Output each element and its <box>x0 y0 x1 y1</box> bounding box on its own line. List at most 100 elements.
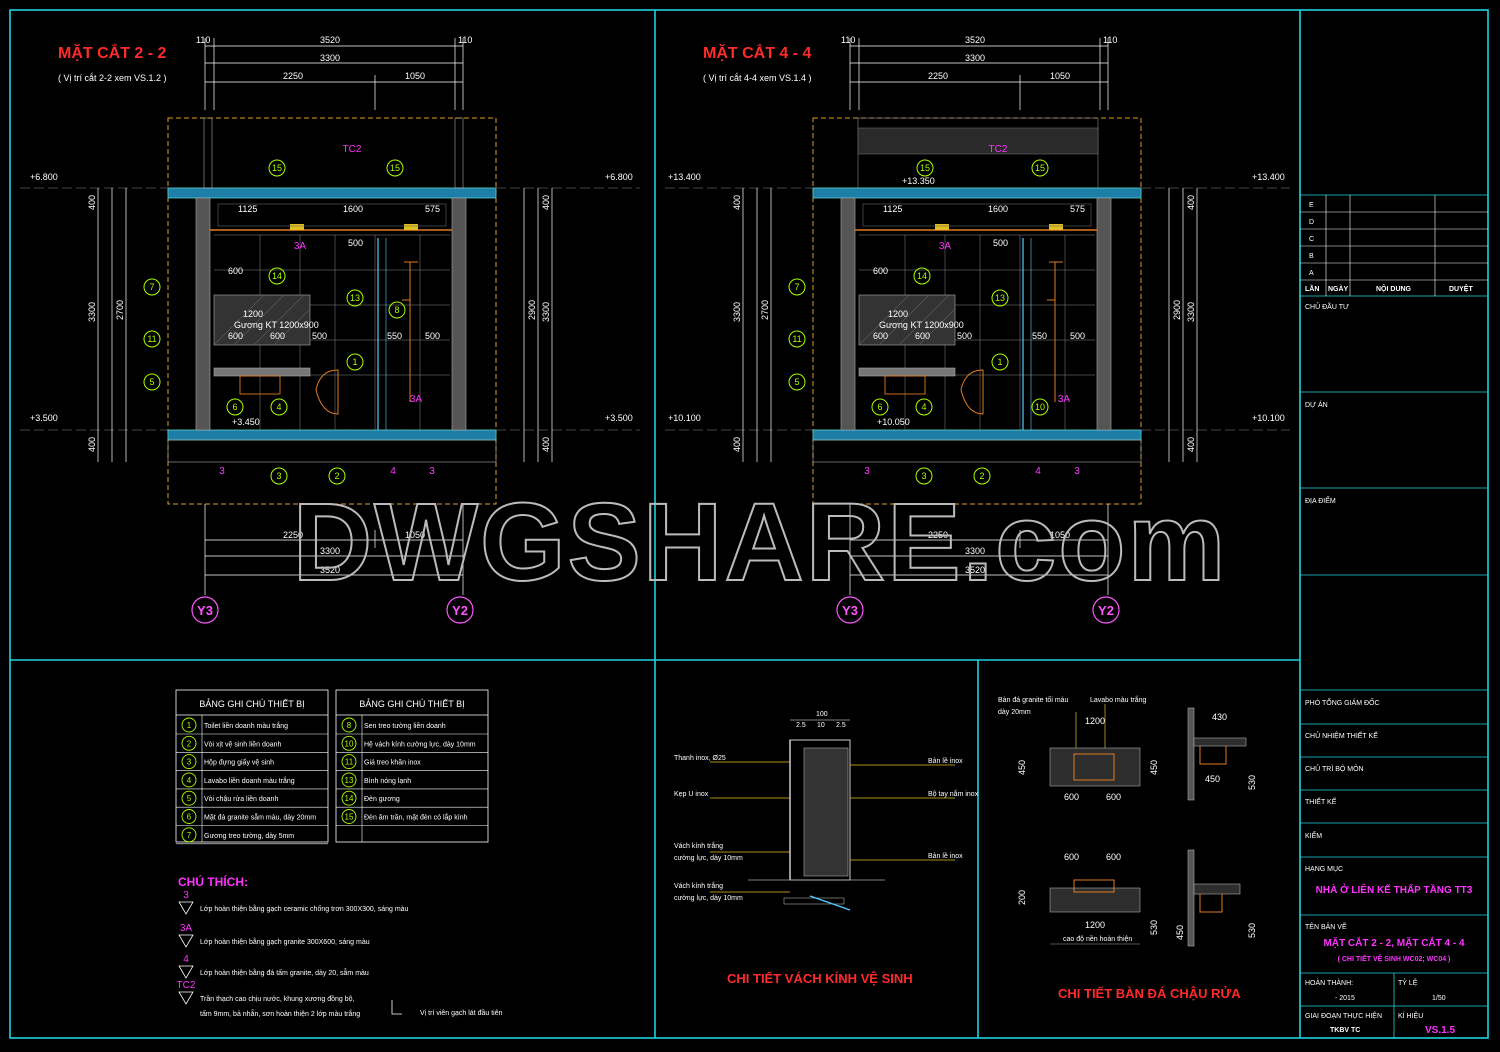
tag-11: 11 <box>147 334 156 344</box>
rev-row-letter: A <box>1309 270 1314 277</box>
legend-row-text: Vòi xịt vệ sinh liền doanh <box>204 739 282 748</box>
dim-600: 600 <box>915 331 930 341</box>
dim-600: 600 <box>228 266 243 276</box>
tag-14: 14 <box>917 271 927 281</box>
note-triangle-icon <box>178 991 194 1005</box>
basin-detail-title: CHI TIẾT BÀN ĐÁ CHẬU RỬA <box>1058 986 1241 1001</box>
finish-tag-3: 3 <box>864 466 870 477</box>
tag-3: 3 <box>921 471 926 481</box>
tag-15: 15 <box>390 163 400 173</box>
basin-dim-600: 600 <box>1064 852 1079 862</box>
tb-sheet-value: VS.1.5 <box>1425 1025 1455 1036</box>
dim-600: 600 <box>228 331 243 341</box>
legend-row-text: Sen treo tường liền doanh <box>364 721 446 730</box>
tb-deputy: PHÓ TỔNG GIÁM ĐỐC <box>1305 697 1380 707</box>
notes-header: CHÚ THÍCH: <box>178 874 248 889</box>
tag-7: 7 <box>794 282 799 292</box>
tb-design-lead: CHỦ NHIỆM THIẾT KẾ <box>1305 730 1378 740</box>
tb-item-value: NHÀ Ở LIÊN KẾ THẤP TẦNG TT3 <box>1316 883 1473 896</box>
tb-phase-value: TKBV TC <box>1330 1027 1360 1034</box>
glass-dim-c: 2.5 <box>836 722 846 729</box>
glass-label-left: cường lực, dày 10mm <box>674 895 743 902</box>
glass-detail-title: CHI TIẾT VÁCH KÍNH VỆ SINH <box>727 971 913 986</box>
sheet-frame <box>9 9 1489 1039</box>
glass-label-left: Kẹp U inox <box>674 791 709 798</box>
legend-row-number: 7 <box>187 831 192 840</box>
glass-label-right: Bản lề inox <box>928 756 963 765</box>
tb-sheet: KÍ HIỆU <box>1398 1011 1423 1020</box>
legend-tag-circle <box>181 809 197 824</box>
dim-500: 500 <box>312 331 327 341</box>
level-top-right: +6.800 <box>605 172 633 182</box>
dim-top-a: 1125 <box>238 204 257 214</box>
grid-label-y2: Y2 <box>1098 603 1114 618</box>
section-subtitle: ( Vị trí cắt 2-2 xem VS.1.2 ) <box>58 73 167 83</box>
legend-row-number: 5 <box>187 794 192 803</box>
dim-wall: 110 <box>458 35 472 45</box>
dim-top-a: 1125 <box>883 204 902 214</box>
tag-1: 1 <box>352 357 357 367</box>
rev-header-duyet: DUYỆT <box>1449 284 1473 293</box>
dim-550: 550 <box>1032 331 1047 341</box>
tag-5: 5 <box>149 377 154 387</box>
dim-top-c: 575 <box>1070 204 1085 214</box>
basin-label-b: Lavabo màu trắng <box>1090 695 1147 704</box>
glass-label-right: Bộ tay nắm inox <box>928 789 979 798</box>
finish-tag-tc2: TC2 <box>343 144 362 155</box>
dim-v-slab: 400 <box>732 195 742 210</box>
basin-dim-200: 200 <box>1017 890 1027 905</box>
dim-v-slab: 400 <box>541 195 551 210</box>
rev-header-ngay: NGÀY <box>1328 284 1349 293</box>
grid-label-y3: Y3 <box>197 603 213 618</box>
basin-dim-530: 530 <box>1247 775 1257 790</box>
dim-inner: 3300 <box>320 53 340 63</box>
finish-tag-4: 4 <box>390 466 396 477</box>
finish-tag-3: 3 <box>1074 466 1080 477</box>
section-title: MẶT CẮT 2 - 2 <box>58 43 167 62</box>
top-dimensions <box>204 38 464 110</box>
dim-top-b: 1600 <box>988 204 1008 214</box>
level-bottom-right: +10.100 <box>1252 413 1285 423</box>
rev-row-letter: B <box>1309 253 1314 260</box>
dim-v-room2: 2900 <box>527 300 537 320</box>
legend-tag-circle <box>181 717 197 733</box>
tb-location: ĐỊA ĐIỂM <box>1305 496 1336 505</box>
dim-500: 500 <box>1070 331 1085 341</box>
legend-row-text: Giá treo khăn inox <box>364 760 421 767</box>
dim-500: 500 <box>957 331 972 341</box>
tb-drawing-value2: ( CHI TIẾT VỆ SINH WC02; WC04 ) <box>1338 953 1451 963</box>
note-text: Lớp hoàn thiện bằng đá tấm granite, dày … <box>200 968 369 977</box>
dim-overall: 3520 <box>965 35 985 45</box>
tb-scale-value: 1/50 <box>1432 995 1446 1002</box>
glass-label-left: Vách kính trắng <box>674 841 723 850</box>
note-text: Trần thạch cao chịu nước, khung xương đồ… <box>200 994 355 1003</box>
dim-550: 550 <box>387 331 402 341</box>
note-triangle-icon <box>178 901 194 915</box>
dim-top-c: 575 <box>425 204 440 214</box>
glass-label-left: Thanh inox, Ø25 <box>674 755 726 762</box>
finish-tag-3a: 3A <box>410 394 423 405</box>
glass-label-left: Vách kính trắng <box>674 881 723 890</box>
basin-dim-1200: 1200 <box>1085 716 1105 726</box>
rev-row-letter: D <box>1309 219 1314 226</box>
note-tag: 3A <box>180 923 193 934</box>
glass-label-left: cường lực, dày 10mm <box>674 855 743 862</box>
tag-4: 4 <box>276 402 281 412</box>
level-top-left: +6.800 <box>30 172 58 182</box>
note-text: Lớp hoàn thiện bằng gạch ceramic chống t… <box>200 904 409 913</box>
dim-v-room2: 2900 <box>1172 300 1182 320</box>
legend-row-number: 6 <box>187 813 192 822</box>
tb-completed: HOÀN THÀNH: <box>1305 978 1353 987</box>
tag-3: 3 <box>276 471 281 481</box>
legend-row-text: Đèn gương <box>364 796 400 803</box>
tag-14: 14 <box>272 271 282 281</box>
basin-dim-430: 430 <box>1212 712 1227 722</box>
basin-dim-600: 600 <box>1106 792 1121 802</box>
legend-tag-circle <box>181 827 197 843</box>
dim-top-b: 1600 <box>343 204 363 214</box>
basin-dim-450: 450 <box>1205 774 1220 784</box>
legend-tag-circle <box>181 754 197 770</box>
